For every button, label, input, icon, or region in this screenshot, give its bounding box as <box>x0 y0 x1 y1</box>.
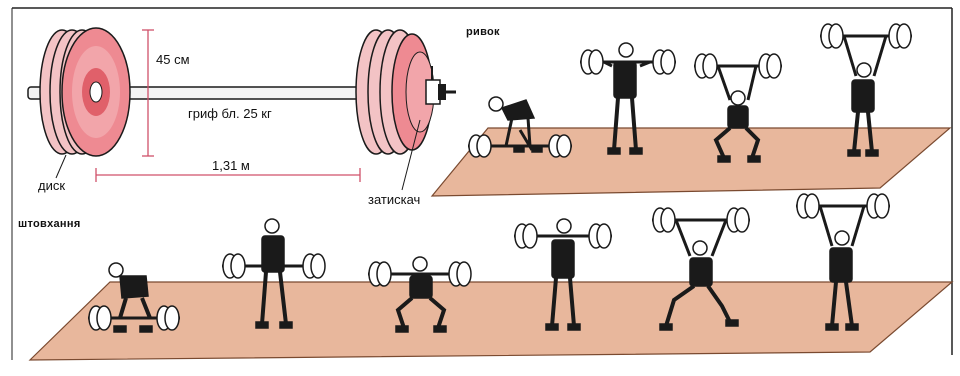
collar-label: затискач <box>368 192 420 207</box>
snatch-phase-1 <box>468 97 572 157</box>
disc-label: диск <box>38 178 65 193</box>
disc-leader <box>56 155 66 178</box>
bar-length-label: 1,31 м <box>212 158 250 173</box>
left-plates <box>40 28 130 156</box>
bar-label: гриф бл. 25 кг <box>188 106 272 121</box>
plate-height-label: 45 см <box>156 52 190 67</box>
snatch-title: ривок <box>466 26 500 38</box>
right-plates <box>356 30 434 154</box>
clean-and-jerk-title: штовхання <box>18 218 81 230</box>
